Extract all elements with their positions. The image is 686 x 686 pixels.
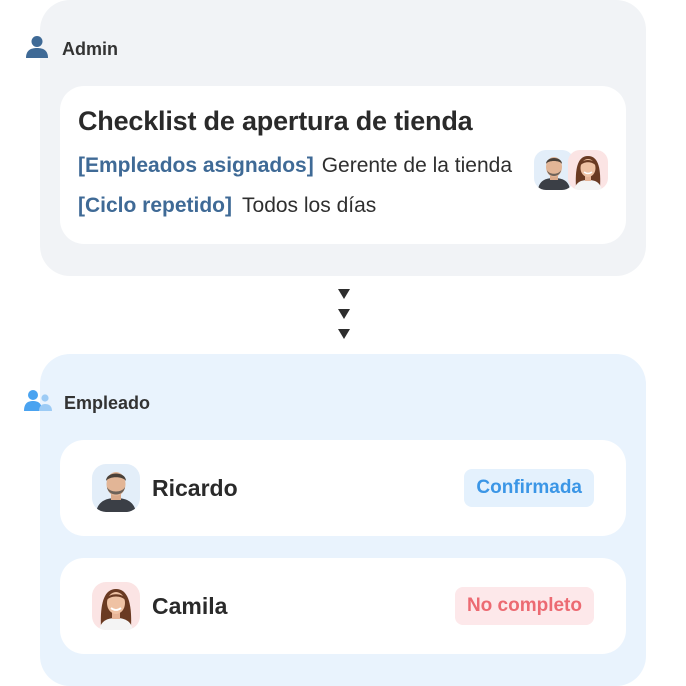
assigned-value: Gerente de la tienda — [321, 154, 513, 177]
cycle-tag: [Ciclo repetido] — [78, 194, 233, 217]
admin-label: Admin — [62, 39, 118, 59]
list-item[interactable]: Ricardo Confirmada — [60, 440, 626, 536]
employee-header: Empleado — [24, 389, 150, 418]
assigned-row: [Empleados asignados] Gerente de la tien… — [78, 154, 512, 178]
person-icon — [24, 34, 50, 65]
list-item[interactable]: Camila No completo — [60, 558, 626, 654]
arrow-down-icon — [338, 309, 350, 319]
cycle-row: [Ciclo repetido] Todos los días — [78, 194, 376, 218]
admin-header: Admin — [24, 34, 118, 65]
avatar — [92, 464, 140, 512]
task-card[interactable]: Checklist de apertura de tienda [Emplead… — [60, 86, 626, 244]
task-title: Checklist de apertura de tienda — [78, 106, 473, 136]
status-badge: No completo — [454, 587, 594, 625]
employee-label: Empleado — [64, 393, 151, 413]
assigned-tag: [Empleados asignados] — [78, 154, 314, 177]
employee-name: Camila — [152, 592, 228, 619]
cycle-value: Todos los días — [242, 194, 377, 217]
avatar — [92, 582, 140, 630]
flow-arrows — [337, 289, 351, 349]
assigned-avatars — [534, 150, 608, 190]
arrow-down-icon — [338, 329, 350, 339]
people-icon — [24, 389, 52, 418]
arrow-down-icon — [338, 289, 350, 299]
avatar — [568, 150, 608, 190]
status-badge: Confirmada — [464, 469, 594, 507]
employee-name: Ricardo — [152, 474, 238, 501]
avatar — [534, 150, 574, 190]
